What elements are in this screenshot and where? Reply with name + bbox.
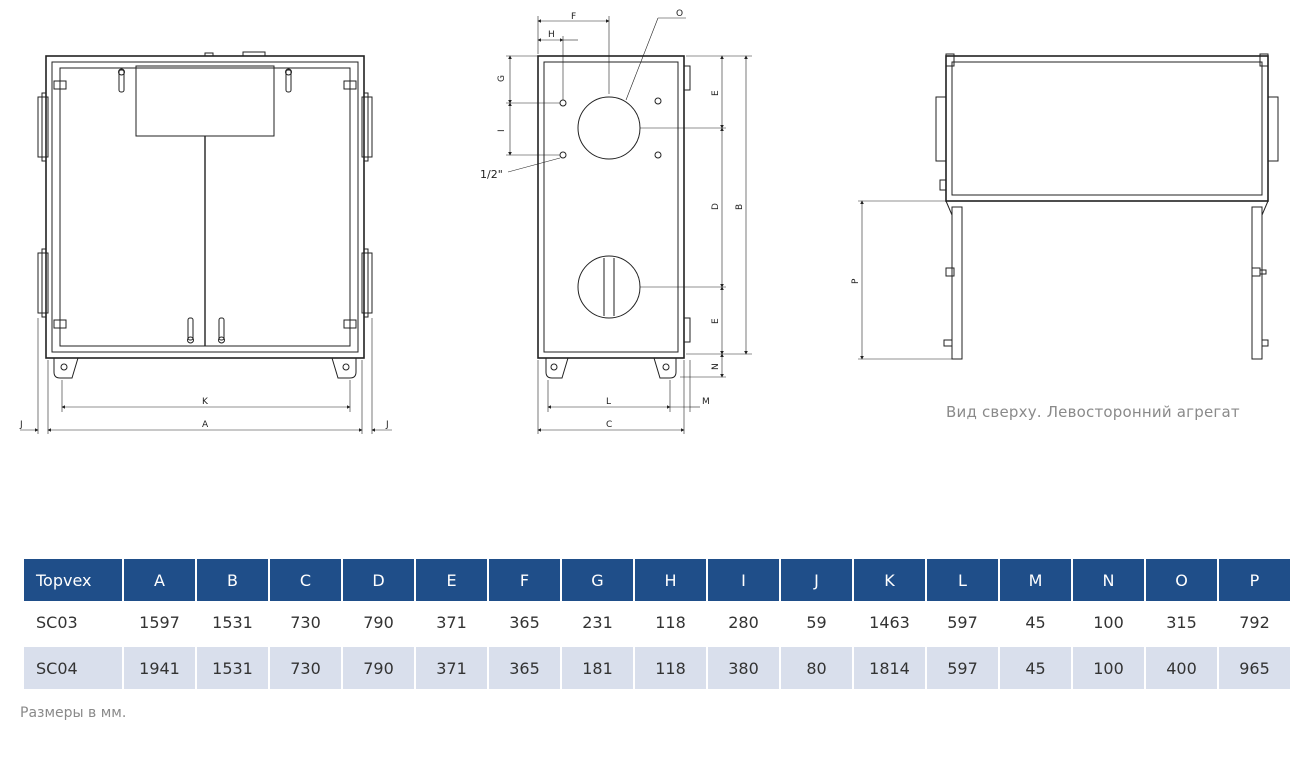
cell-value: 1531: [212, 612, 253, 632]
cell-value: 80: [781, 647, 852, 689]
dim-half-inch: 1/2": [480, 168, 503, 181]
cell-value: 100: [1073, 647, 1144, 689]
dim-j-right: J: [385, 420, 389, 430]
header-dim-d: D: [343, 559, 414, 601]
dim-l: L: [606, 397, 611, 407]
cell-value: 365: [509, 612, 540, 632]
cell-value: 118: [655, 612, 686, 632]
cell-value: 365: [489, 647, 560, 689]
cell-value: 1597: [139, 612, 180, 632]
dim-a: A: [202, 420, 209, 430]
dim-i: I: [497, 129, 507, 132]
cell-value: 730: [290, 612, 321, 632]
top-view: [858, 53, 1279, 360]
header-dim-k: K: [854, 559, 925, 601]
cell-model: SC03: [36, 612, 78, 632]
units-note: Размеры в мм.: [20, 705, 127, 721]
cell-value: 59: [806, 612, 827, 632]
header-model: Topvex: [24, 559, 122, 601]
header-dim-c: C: [270, 559, 341, 601]
header-dim-f: F: [489, 559, 560, 601]
dim-h: H: [548, 30, 555, 40]
header-dim-j: J: [781, 559, 852, 601]
cell-value: 280: [728, 612, 759, 632]
dim-o: O: [676, 9, 683, 19]
header-dim-e: E: [416, 559, 487, 601]
cell-value: 597: [947, 612, 978, 632]
cell-value: 118: [635, 647, 706, 689]
cell-value: 1814: [854, 647, 925, 689]
view-caption: Вид сверху. Левосторонний агрегат: [946, 403, 1240, 421]
cell-model: SC04: [24, 647, 122, 689]
dim-g: G: [497, 75, 507, 82]
cell-value: 181: [562, 647, 633, 689]
cell-value: 231: [582, 612, 613, 632]
header-dim-b: B: [197, 559, 268, 601]
dim-e-bottom: E: [711, 318, 721, 324]
cell-value: 597: [927, 647, 998, 689]
dim-f: F: [571, 12, 576, 22]
dim-e-top: E: [711, 90, 721, 96]
cell-value: 400: [1146, 647, 1217, 689]
side-view: [506, 16, 752, 434]
table-row: SC03 1597 1531 730 790 371 365 231 118 280 59 1463 5…: [24, 601, 1290, 643]
dim-c: C: [606, 420, 612, 430]
dim-n: N: [711, 363, 721, 370]
front-view: [20, 51, 392, 434]
dim-m: M: [702, 397, 710, 407]
dim-j-left: J: [19, 420, 23, 430]
header-dim-h: H: [635, 559, 706, 601]
header-dim-a: A: [124, 559, 195, 601]
technical-drawings: K A J J: [19, 9, 1279, 434]
header-dim-p: P: [1219, 559, 1290, 601]
dim-b: B: [735, 204, 745, 210]
cell-value: 380: [708, 647, 779, 689]
drawings-svg: K A J J: [19, 9, 1279, 434]
dim-k: K: [202, 397, 209, 407]
cell-value: 1463: [869, 612, 910, 632]
header-dim-i: I: [708, 559, 779, 601]
header-dim-n: N: [1073, 559, 1144, 601]
dim-d: D: [711, 203, 721, 210]
cell-value: 792: [1239, 612, 1270, 632]
cell-value: 1531: [197, 647, 268, 689]
cell-value: 315: [1166, 612, 1197, 632]
header-dim-o: O: [1146, 559, 1217, 601]
cell-value: 45: [1000, 647, 1071, 689]
cell-value: 1941: [124, 647, 195, 689]
cell-value: 100: [1093, 612, 1124, 632]
cell-value: 371: [436, 612, 467, 632]
cell-value: 790: [363, 612, 394, 632]
dim-p: P: [851, 278, 861, 284]
cell-value: 45: [1025, 612, 1046, 632]
header-dim-m: M: [1000, 559, 1071, 601]
cell-value: 730: [270, 647, 341, 689]
cell-value: 965: [1219, 647, 1290, 689]
header-dim-l: L: [927, 559, 998, 601]
header-dim-g: G: [562, 559, 633, 601]
cell-value: 371: [416, 647, 487, 689]
cell-value: 790: [343, 647, 414, 689]
